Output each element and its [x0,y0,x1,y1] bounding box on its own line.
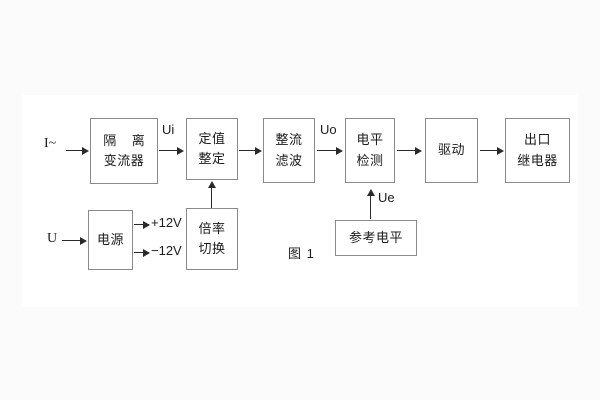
block-rectifier-filter-line1: 整流 [275,132,303,148]
block-rectifier-filter-line2: 滤波 [275,152,303,168]
signal-uo-label: Uo [320,122,337,137]
block-isolation-transformer-line2: 变流器 [103,153,145,168]
block-output-relay-line1: 出口 [523,132,551,148]
block-level-detection: 电平 检测 [345,118,395,183]
drive-to-relay-arrowhead [497,147,504,155]
figure-caption: 图 1 [288,246,315,261]
uo-arrowhead [336,147,343,155]
block-multiplier-switch: 倍率 切换 [186,208,238,270]
setting-to-rectifier-line [239,150,256,151]
block-isolation-transformer: 隔 离 变流器 [90,118,158,184]
block-reference-level-line1: 参考电平 [348,229,403,245]
block-value-setting-line1: 定值 [198,130,226,146]
setting-to-rectifier-arrowhead [255,147,262,155]
block-value-setting-line2: 整定 [198,151,226,166]
supply-negative-label: −12V [151,243,182,258]
reference-to-detect-arrowhead [367,189,375,196]
multiplier-to-setting-arrowhead [208,181,216,188]
input-voltage-line [62,240,81,241]
signal-ue-label: Ue [378,190,395,205]
supply-positive-arrowhead [143,221,150,229]
block-output-relay: 出口 继电器 [505,118,570,183]
block-value-setting: 定值 整定 [186,118,238,180]
input-current-label: I~ [44,136,57,151]
block-drive: 驱动 [425,118,478,183]
detect-to-drive-line [397,150,416,151]
supply-negative-arrowhead [143,249,150,257]
block-level-detection-line2: 检测 [356,152,384,168]
multiplier-to-setting-line [211,186,212,208]
drive-to-relay-line [480,150,498,151]
ui-line [159,150,178,151]
block-multiplier-switch-line1: 倍率 [198,220,226,236]
ui-arrowhead [177,147,184,155]
block-multiplier-switch-line2: 切换 [198,241,226,256]
supply-positive-line [134,224,149,225]
block-isolation-transformer-line1: 隔 离 [103,132,151,148]
reference-to-detect-line [370,194,371,219]
input-current-line [66,150,83,151]
block-level-detection-line1: 电平 [356,132,384,148]
input-current-arrowhead [82,147,89,155]
block-power-supply-line1: 电源 [96,231,124,247]
uo-line [317,150,337,151]
block-output-relay-line2: 继电器 [517,152,558,168]
input-voltage-arrowhead [80,237,87,245]
block-reference-level: 参考电平 [335,220,417,256]
block-power-supply: 电源 [88,210,133,270]
block-rectifier-filter: 整流 滤波 [263,118,315,183]
input-voltage-label: U [47,231,58,246]
signal-ui-label: Ui [162,122,175,137]
supply-positive-label: +12V [151,215,182,230]
supply-negative-line [134,252,149,253]
detect-to-drive-arrowhead [415,147,422,155]
block-drive-line1: 驱动 [437,142,465,158]
